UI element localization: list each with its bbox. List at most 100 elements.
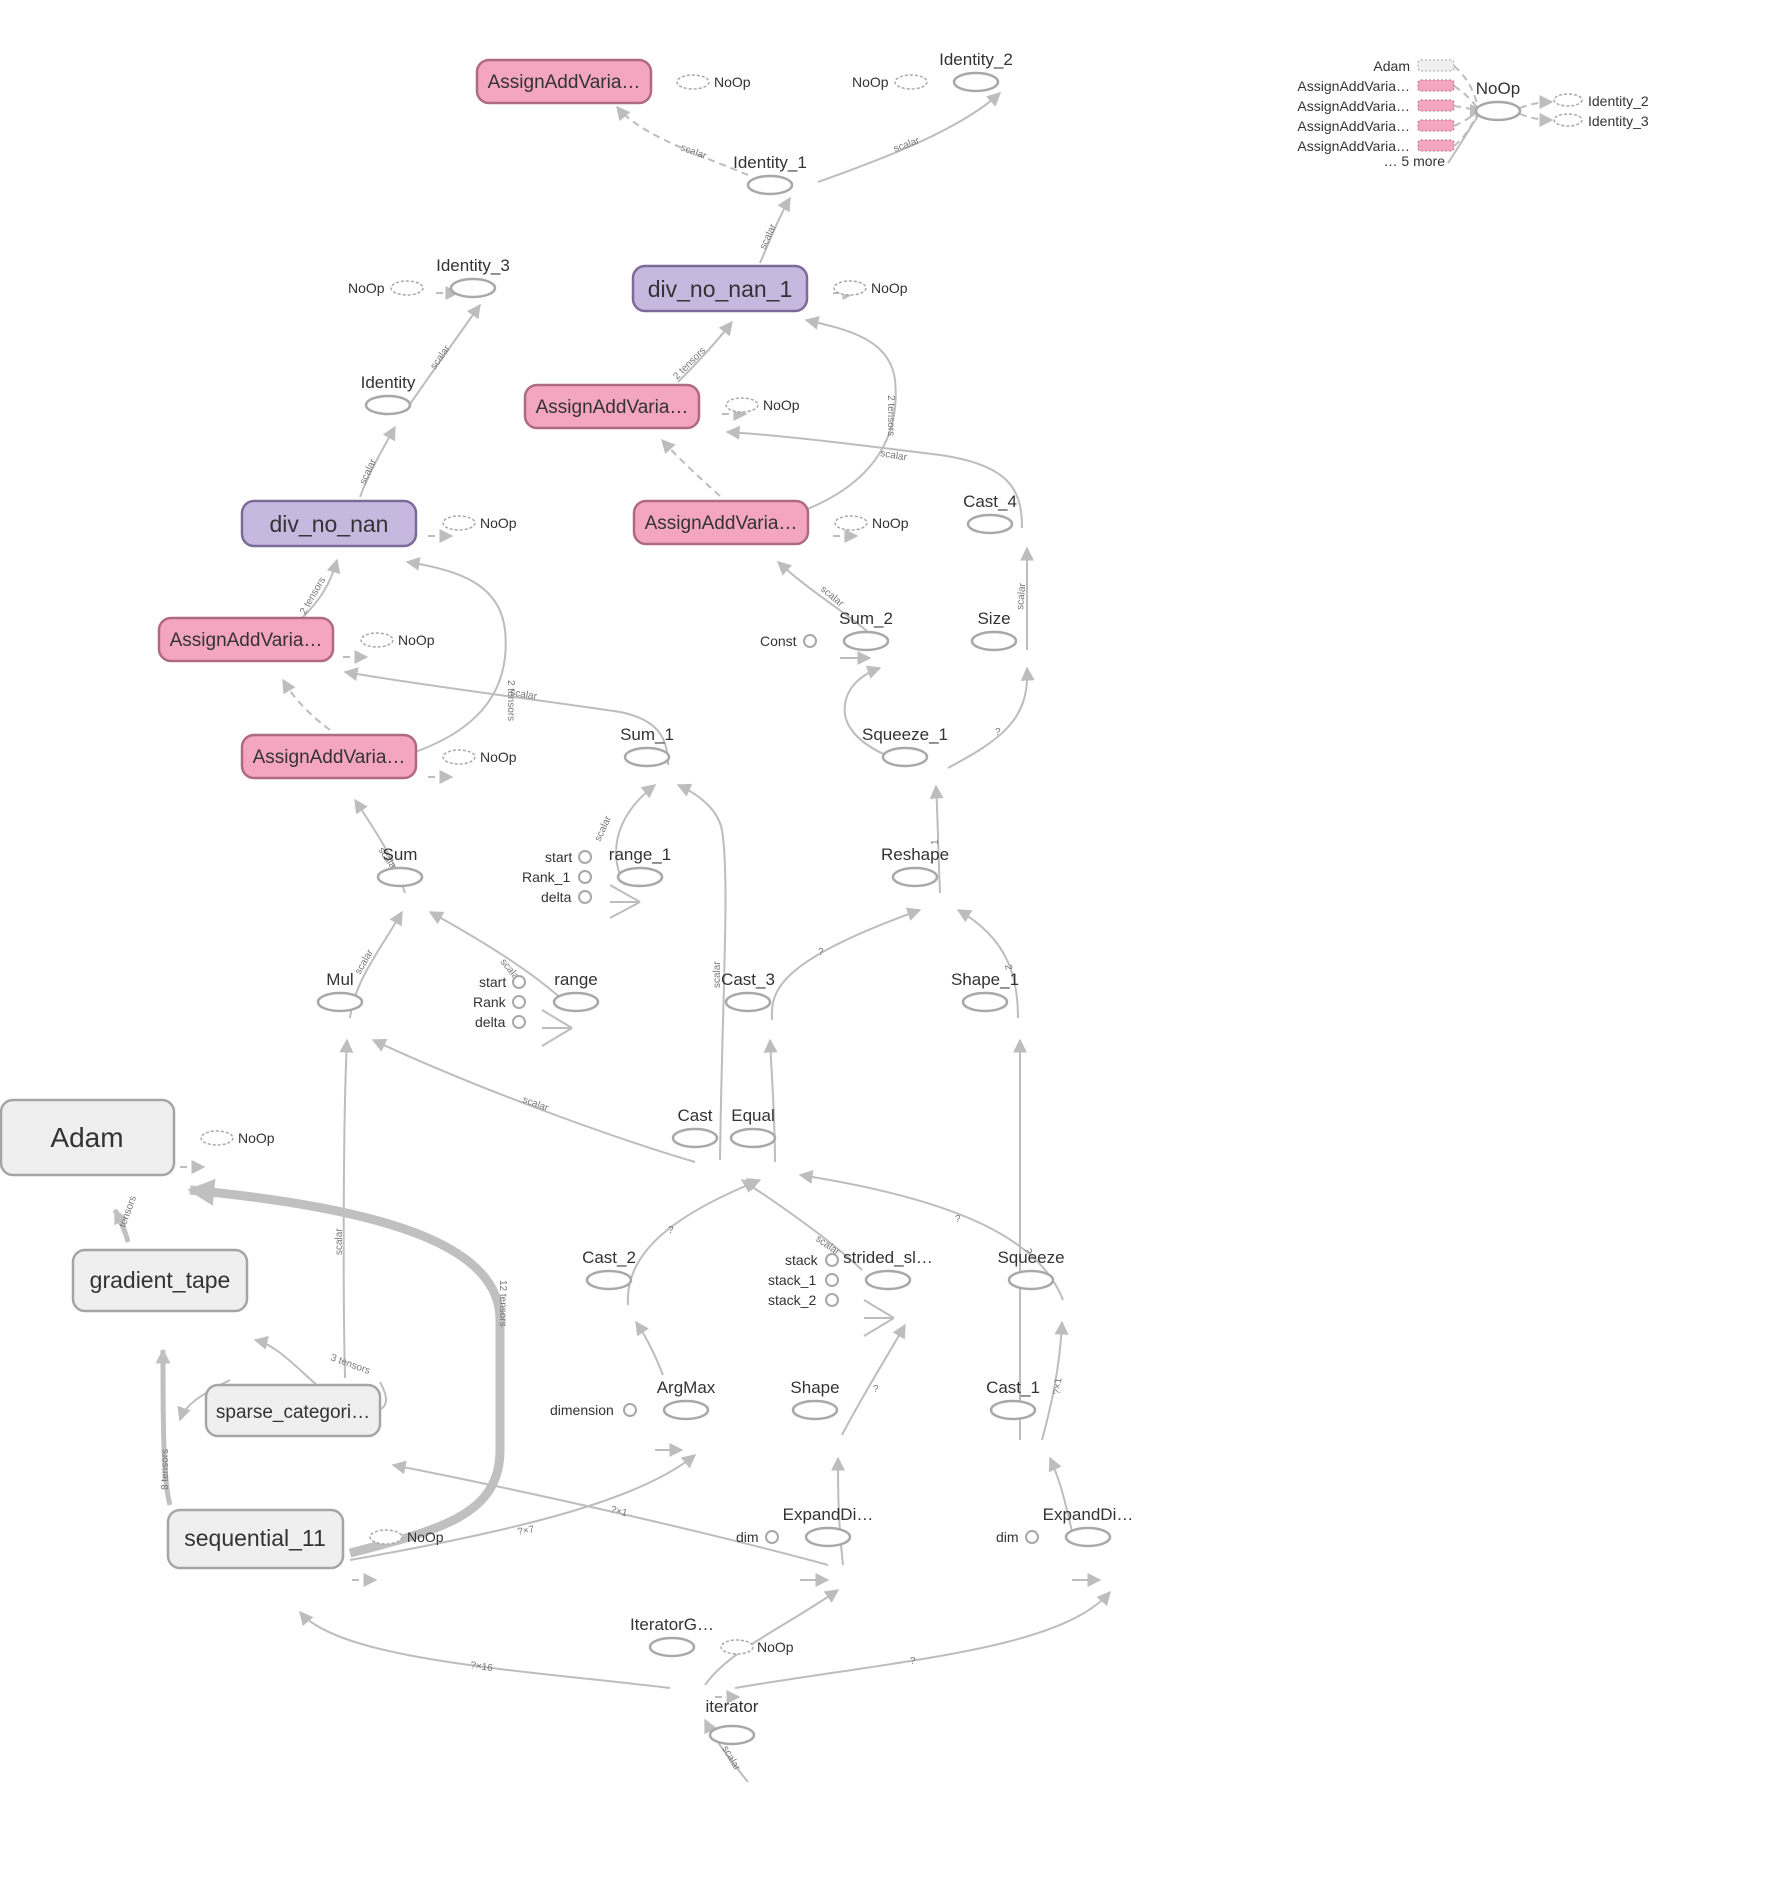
node-noop-left1[interactable]: NoOp bbox=[360, 632, 435, 648]
node-rank-1[interactable]: Rank_1 bbox=[522, 869, 592, 885]
edge-label: 1 bbox=[930, 839, 941, 845]
node-label: Size bbox=[977, 609, 1010, 628]
node-start-1[interactable]: start bbox=[545, 849, 592, 865]
node-identity-3[interactable]: Identity_3 bbox=[436, 256, 510, 299]
legend-input-assign-3: AssignAddVaria… bbox=[1297, 118, 1410, 134]
edge-assign2-dnn1 bbox=[804, 315, 897, 511]
node-label: ArgMax bbox=[657, 1378, 716, 1397]
node-sequential-11[interactable]: sequential_11 bbox=[166, 1508, 345, 1570]
node-expand-dims-a[interactable]: ExpandDi… bbox=[783, 1505, 874, 1548]
node-gradient-tape[interactable]: gradient_tape bbox=[71, 1248, 249, 1313]
node-dimension[interactable]: dimension bbox=[550, 1402, 637, 1418]
node-cast-2[interactable]: Cast_2 bbox=[582, 1248, 636, 1291]
node-label: NoOp bbox=[480, 749, 517, 765]
node-cast[interactable]: Cast bbox=[671, 1106, 719, 1149]
noop-summary-subgraph[interactable]: Adam AssignAddVaria… AssignAddVaria… Ass… bbox=[1297, 58, 1649, 169]
node-adam[interactable]: Adam bbox=[0, 1098, 176, 1177]
node-sum-2[interactable]: Sum_2 bbox=[839, 609, 893, 652]
node-assign-add-left2[interactable]: AssignAddVaria… bbox=[240, 733, 418, 780]
edge-label: scalar bbox=[521, 1094, 550, 1114]
node-cast-4[interactable]: Cast_4 bbox=[963, 492, 1017, 535]
edge-label: 8 tensors bbox=[160, 1449, 171, 1490]
node-noop-top-b[interactable]: NoOp bbox=[852, 74, 928, 90]
node-identity-2[interactable]: Identity_2 bbox=[939, 50, 1013, 93]
edge-label: ? bbox=[873, 1384, 879, 1395]
node-start[interactable]: start bbox=[479, 974, 526, 990]
node-sparse-categorical[interactable]: sparse_categori… bbox=[204, 1383, 382, 1438]
node-label: sequential_11 bbox=[184, 1525, 326, 1551]
node-size[interactable]: Size bbox=[970, 609, 1018, 652]
edge-strided-equal bbox=[740, 1179, 863, 1271]
node-stack[interactable]: stack bbox=[785, 1252, 839, 1268]
node-label: ExpandDi… bbox=[1043, 1505, 1134, 1524]
node-label: AssignAddVaria… bbox=[488, 72, 641, 93]
node-expand-dims-b[interactable]: ExpandDi… bbox=[1043, 1505, 1134, 1548]
edge-ctl-assign2 bbox=[661, 438, 721, 497]
edge-cast4-assign bbox=[725, 425, 1023, 529]
node-assign-add-top[interactable]: AssignAddVaria… bbox=[475, 58, 653, 105]
edge-label: scalar bbox=[509, 687, 538, 703]
node-div-no-nan-1[interactable]: div_no_nan_1 bbox=[631, 264, 809, 313]
node-range-1[interactable]: range_1 bbox=[609, 845, 671, 888]
node-label: start bbox=[545, 849, 572, 865]
node-stack-1[interactable]: stack_1 bbox=[768, 1272, 839, 1288]
node-label: stack_1 bbox=[768, 1272, 816, 1288]
node-stack-2[interactable]: stack_2 bbox=[768, 1292, 839, 1308]
node-assign-add-mid1[interactable]: AssignAddVaria… bbox=[523, 383, 701, 430]
node-noop-adam[interactable]: NoOp bbox=[200, 1130, 275, 1146]
node-rank[interactable]: Rank bbox=[473, 994, 526, 1010]
node-label: NoOp bbox=[238, 1130, 275, 1146]
node-shape-1[interactable]: Shape_1 bbox=[951, 970, 1019, 1013]
node-delta-1[interactable]: delta bbox=[541, 889, 592, 905]
node-squeeze[interactable]: Squeeze bbox=[997, 1248, 1065, 1291]
legend-input-assign-3-box bbox=[1417, 119, 1455, 132]
edge-equal-cast3 bbox=[763, 1038, 778, 1163]
node-shape[interactable]: Shape bbox=[790, 1378, 840, 1421]
node-dim-a[interactable]: dim bbox=[736, 1529, 779, 1545]
node-delta[interactable]: delta bbox=[475, 1014, 526, 1030]
node-cast-1[interactable]: Cast_1 bbox=[986, 1378, 1040, 1421]
node-range[interactable]: range bbox=[552, 970, 600, 1013]
edge-identity1-assign bbox=[616, 105, 749, 176]
node-const[interactable]: Const bbox=[760, 633, 817, 649]
node-sum[interactable]: Sum bbox=[376, 845, 424, 888]
node-label: ExpandDi… bbox=[783, 1505, 874, 1524]
node-cast-3[interactable]: Cast_3 bbox=[721, 970, 775, 1013]
node-noop-mid1[interactable]: NoOp bbox=[725, 397, 800, 413]
edge-seq-tape-thick bbox=[155, 1348, 173, 1506]
node-label: start bbox=[479, 974, 506, 990]
node-noop-id3[interactable]: NoOp bbox=[348, 280, 424, 296]
node-iterator-getnext[interactable]: IteratorG… bbox=[630, 1615, 714, 1658]
node-label: Squeeze bbox=[997, 1248, 1064, 1267]
edge-label: scalar bbox=[353, 947, 376, 976]
node-noop-mid2[interactable]: NoOp bbox=[834, 515, 909, 531]
node-assign-add-left1[interactable]: AssignAddVaria… bbox=[157, 616, 335, 663]
node-label: Rank bbox=[473, 994, 507, 1010]
edge-label: ? bbox=[818, 947, 824, 958]
node-argmax[interactable]: ArgMax bbox=[657, 1378, 716, 1421]
node-squeeze-1[interactable]: Squeeze_1 bbox=[862, 725, 948, 768]
node-dim-b[interactable]: dim bbox=[996, 1529, 1039, 1545]
node-assign-add-mid2[interactable]: AssignAddVaria… bbox=[632, 499, 810, 546]
node-noop-left2[interactable]: NoOp bbox=[442, 749, 517, 765]
node-noop-top-a[interactable]: NoOp bbox=[676, 74, 751, 90]
node-iterator[interactable]: iterator bbox=[706, 1697, 759, 1746]
node-noop-seq[interactable]: NoOp bbox=[369, 1529, 444, 1545]
node-label: dim bbox=[736, 1529, 759, 1545]
edge-expand-squeeze bbox=[1041, 1320, 1069, 1441]
node-equal[interactable]: Equal bbox=[729, 1106, 777, 1149]
node-mul[interactable]: Mul bbox=[316, 970, 364, 1013]
node-sum-1[interactable]: Sum_1 bbox=[620, 725, 674, 768]
node-identity[interactable]: Identity bbox=[361, 373, 416, 416]
edge-label: 2 tensors bbox=[885, 395, 896, 436]
node-noop-dnn[interactable]: NoOp bbox=[442, 515, 517, 531]
node-identity-1[interactable]: Identity_1 bbox=[733, 153, 807, 196]
node-strided-slice[interactable]: strided_sl… bbox=[843, 1248, 933, 1291]
node-noop-iter[interactable]: NoOp bbox=[720, 1639, 794, 1655]
node-div-no-nan[interactable]: div_no_nan bbox=[240, 499, 418, 548]
edge-label: ?×1 bbox=[1052, 1377, 1064, 1395]
node-label: Shape_1 bbox=[951, 970, 1019, 989]
node-reshape[interactable]: Reshape bbox=[881, 845, 949, 888]
node-noop-dnn1[interactable]: NoOp bbox=[833, 280, 908, 296]
